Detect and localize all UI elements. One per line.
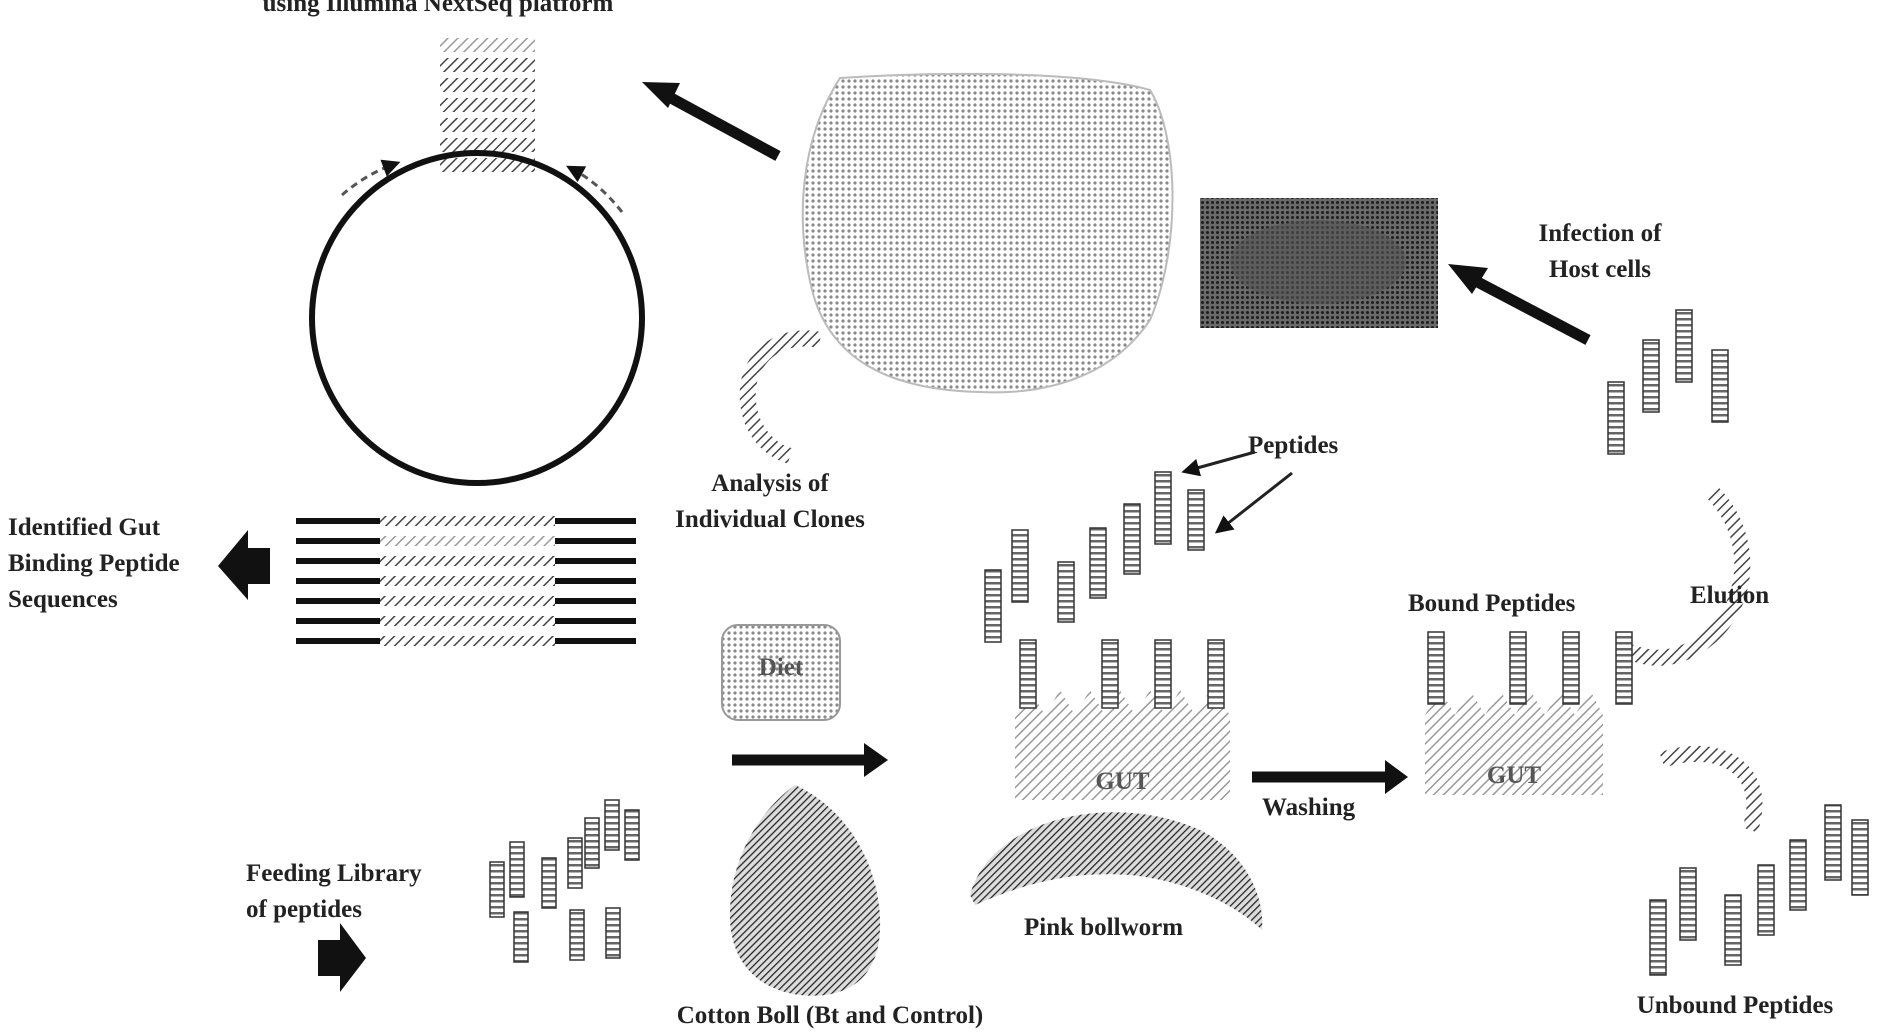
label-bound-peptides: Bound Peptides xyxy=(1408,586,1575,622)
label-feeding-line2: of peptides xyxy=(246,892,362,928)
label-infection-line2: Host cells xyxy=(1490,252,1710,288)
curved-arrow-unbound xyxy=(1662,754,1754,830)
peptide-library xyxy=(490,800,639,962)
label-peptides: Peptides xyxy=(1248,428,1338,464)
label-analysis-line2: Individual Clones xyxy=(640,502,900,538)
arrow-to-sequencing xyxy=(660,92,778,156)
label-identified-line1: Identified Gut xyxy=(8,510,160,546)
label-unbound-peptides: Unbound Peptides xyxy=(1600,988,1870,1024)
plasmid-circle xyxy=(312,153,642,483)
label-infection-line1: Infection of xyxy=(1490,216,1710,252)
cotton-boll-shape xyxy=(730,785,880,996)
label-washing: Washing xyxy=(1262,790,1355,826)
block-arrow-left xyxy=(218,530,270,600)
pointer-peptides-2 xyxy=(1222,473,1292,528)
eluted-phage-group xyxy=(1608,310,1728,454)
petri-dish xyxy=(803,74,1173,392)
label-pink-bollworm: Pink bollworm xyxy=(1024,910,1183,946)
label-identified-line3: Sequences xyxy=(8,582,118,618)
label-identified-line2: Binding Peptide xyxy=(8,546,180,582)
curved-arrow-analysis xyxy=(748,338,820,456)
label-cotton-boll: Cotton Boll (Bt and Control) xyxy=(640,998,1020,1034)
sequence-alignment xyxy=(296,516,636,646)
label-sequencing-platform: using Illumina NextSeq platform xyxy=(213,0,663,22)
label-feeding-line1: Feeding Library xyxy=(246,856,422,892)
label-analysis-line1: Analysis of xyxy=(640,466,900,502)
unbound-peptides xyxy=(1650,805,1868,975)
block-arrow-right xyxy=(318,923,366,992)
pointer-peptides-1 xyxy=(1190,452,1255,470)
label-diet: Diet xyxy=(722,654,840,682)
label-elution: Elution xyxy=(1690,578,1769,614)
label-gut-right: GUT xyxy=(1425,762,1603,790)
free-peptides xyxy=(985,472,1204,642)
curved-arrow-elution xyxy=(1630,492,1742,658)
label-gut-left: GUT xyxy=(1015,768,1230,796)
